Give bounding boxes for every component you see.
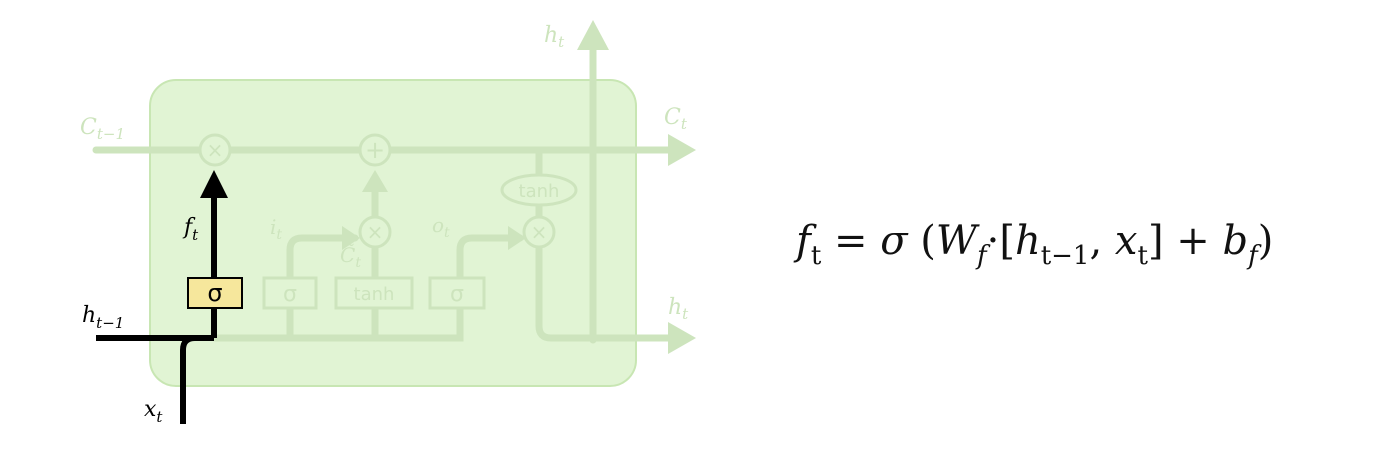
label-h-right: ht bbox=[668, 295, 689, 323]
forget-output-arrowhead bbox=[200, 170, 228, 198]
input-gate-path bbox=[286, 234, 359, 342]
output-gate-arrowhead bbox=[508, 226, 526, 250]
cell-tanh-ellipse bbox=[500, 173, 578, 207]
label-h-top: ht bbox=[544, 23, 565, 51]
cell-tanh-label: tanh bbox=[519, 181, 560, 202]
input-gate-arrowhead bbox=[342, 226, 360, 250]
add-arrowhead bbox=[362, 170, 388, 192]
candidate-tanh-box bbox=[334, 276, 414, 310]
hidden-top-arrowhead bbox=[577, 20, 609, 50]
x-input-line bbox=[180, 335, 214, 424]
input-gate-box bbox=[262, 276, 318, 310]
faded-gates: σ tanh σ bbox=[262, 276, 486, 310]
eq-bracket-open: [ bbox=[999, 218, 1015, 264]
add-symbol: + bbox=[365, 136, 385, 164]
label-c-tilde: C̃t bbox=[340, 243, 361, 271]
eq-sigma: σ bbox=[880, 218, 908, 264]
eq-dot: · bbox=[986, 218, 1000, 264]
eq-open-paren: ( bbox=[920, 218, 936, 264]
output-mult-symbol: × bbox=[531, 220, 548, 244]
eq-x-sub: t bbox=[1137, 241, 1148, 271]
label-o-gate: ot bbox=[432, 213, 450, 241]
forget-gate-symbol: σ bbox=[207, 279, 222, 307]
hidden-right-arrowhead bbox=[668, 322, 696, 354]
candidate-tanh-label: tanh bbox=[354, 284, 395, 305]
eq-bracket-close: ] bbox=[1147, 218, 1164, 264]
forget-gate-box bbox=[187, 277, 243, 309]
faded-ops: × + × × tanh bbox=[198, 133, 578, 249]
output-mult-circle bbox=[522, 215, 556, 249]
active-labels: ft ht−1 xt bbox=[82, 215, 199, 426]
output-gate-box bbox=[428, 276, 486, 310]
eq-bias: b bbox=[1222, 218, 1249, 264]
faded-arrowheads bbox=[342, 20, 696, 354]
forget-mult-circle bbox=[198, 133, 232, 167]
eq-lhs-sub: t bbox=[810, 241, 822, 271]
output-gate-symbol: σ bbox=[450, 282, 464, 307]
eq-equals: = bbox=[833, 218, 868, 264]
faded-labels: Ct−1 Ct ht ht it C̃t ot bbox=[80, 23, 689, 323]
active-forget-path bbox=[96, 196, 217, 424]
eq-h-sub: t−1 bbox=[1040, 241, 1090, 271]
forget-gate-equation: ft = σ (Wf·[ht−1, xt] + bf) bbox=[796, 206, 1376, 276]
output-down-line bbox=[535, 244, 672, 342]
add-circle bbox=[358, 133, 392, 167]
eq-close-paren: ) bbox=[1257, 218, 1274, 264]
input-mult-symbol: × bbox=[367, 220, 384, 244]
cell-state-arrowhead bbox=[668, 134, 696, 166]
eq-plus: + bbox=[1176, 218, 1210, 264]
input-gate-symbol: σ bbox=[283, 282, 297, 307]
label-x-in: xt bbox=[144, 397, 163, 426]
label-c-next: Ct bbox=[664, 105, 688, 133]
eq-h: h bbox=[1014, 218, 1041, 264]
label-c-prev: Ct−1 bbox=[80, 115, 125, 143]
eq-weight-sub: f bbox=[976, 241, 987, 271]
eq-comma: , bbox=[1089, 218, 1103, 264]
lstm-forget-gate-diagram: × + × × tanh σ tanh σ Ct−1 Ct ht ht it C… bbox=[80, 20, 696, 426]
label-h-prev: ht−1 bbox=[82, 303, 124, 332]
eq-weight: W bbox=[935, 218, 977, 264]
forget-mult-symbol: × bbox=[207, 138, 224, 162]
label-i-gate: it bbox=[270, 215, 282, 243]
eq-x: x bbox=[1114, 218, 1138, 264]
eq-bias-sub: f bbox=[1248, 241, 1258, 271]
eq-lhs: f bbox=[796, 218, 811, 264]
input-mult-circle bbox=[358, 215, 392, 249]
